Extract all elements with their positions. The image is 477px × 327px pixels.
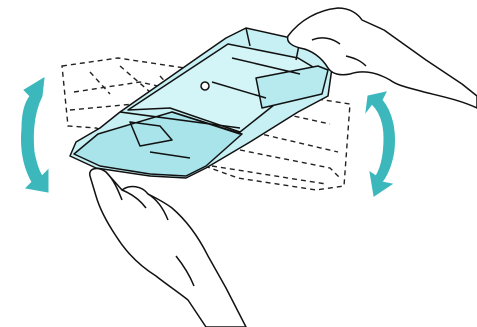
toner-cartridge (70, 28, 332, 178)
cartridge-screw-hole (201, 82, 209, 90)
rotate-arrow-icon (21, 78, 48, 192)
left-hand (90, 169, 246, 327)
rotate-arrow-icon (366, 92, 395, 196)
